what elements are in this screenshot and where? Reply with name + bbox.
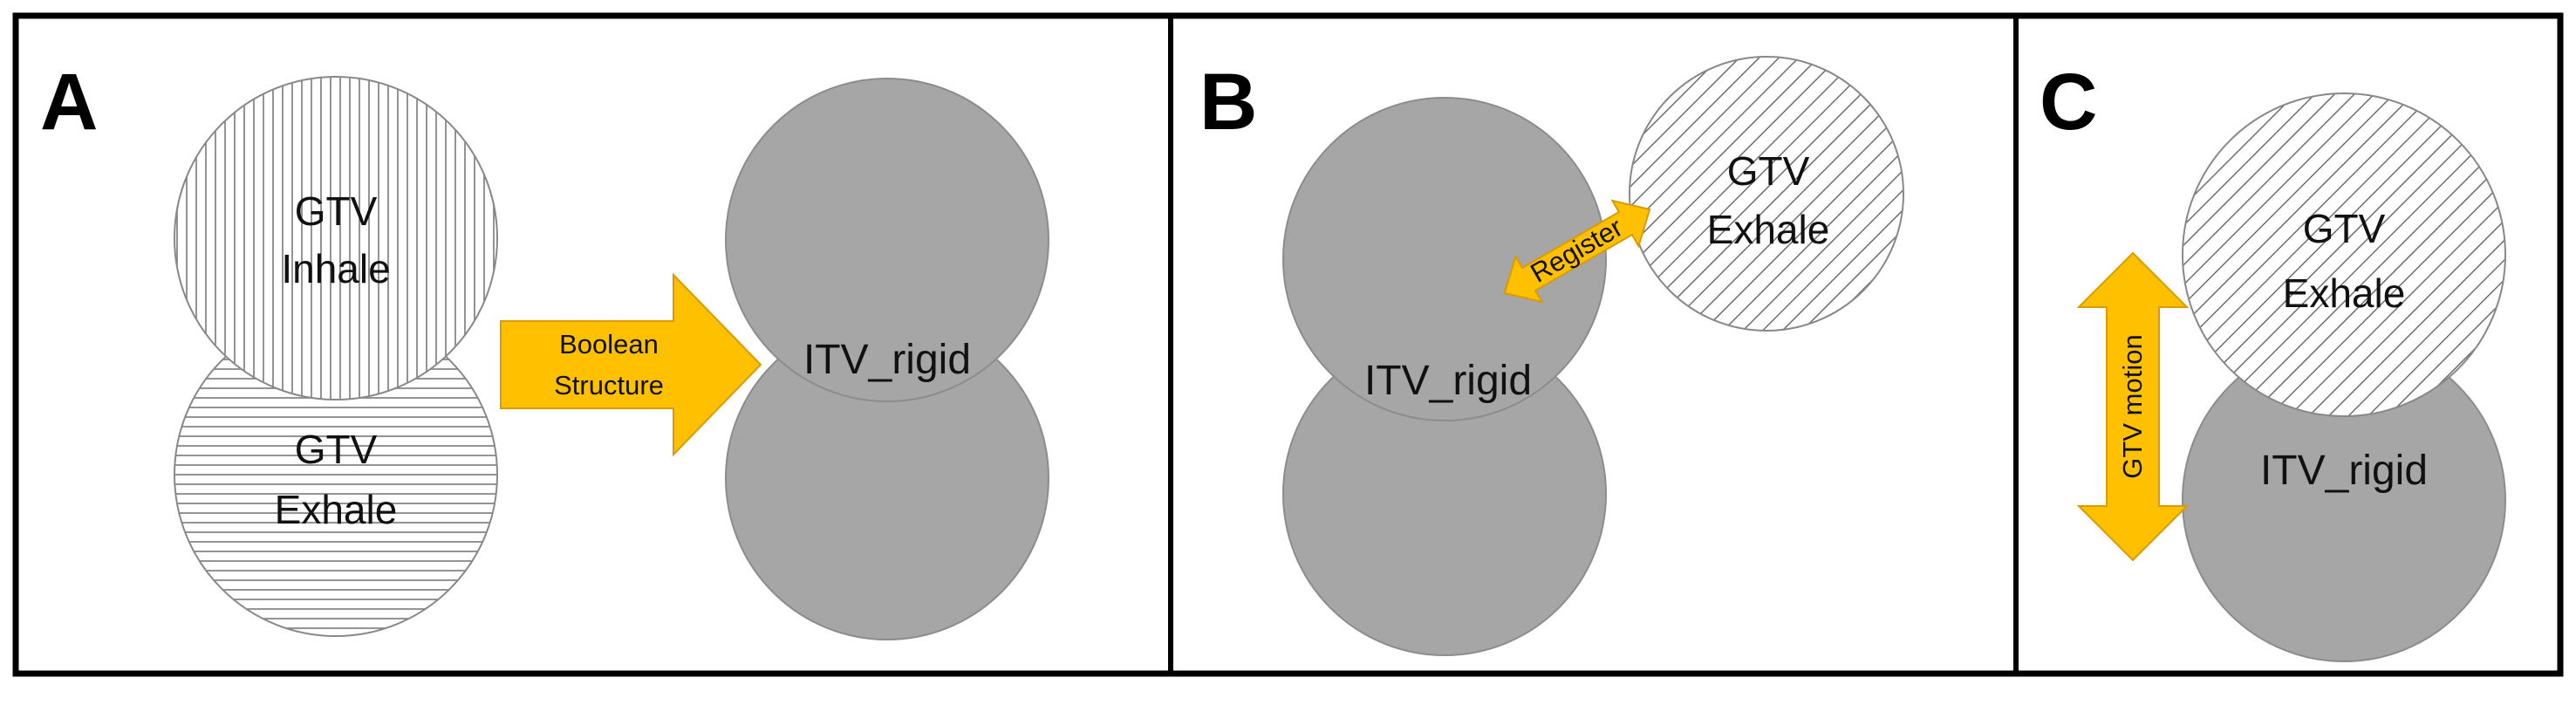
gtv-motion-arrow-label: GTV motion bbox=[2117, 334, 2148, 478]
itv-rigid-label: ITV_rigid bbox=[2260, 448, 2428, 494]
itv-rigid-label: ITV_rigid bbox=[1364, 358, 1532, 404]
gtv-motion-arrow bbox=[2076, 251, 2190, 562]
boolean-arrow-label-1: Boolean bbox=[559, 329, 659, 359]
gtv-inhale-label-2: Inhale bbox=[281, 246, 390, 291]
gtv-exhale-circle bbox=[1629, 56, 1904, 332]
panel-a-letter: A bbox=[40, 58, 98, 147]
panel-b-letter: B bbox=[1199, 58, 1257, 147]
gtv-exhale-label-2: Exhale bbox=[2283, 270, 2406, 316]
panel-a: A GTV Inhale GTV Exhale Boolean Structur… bbox=[40, 58, 1049, 640]
itv-rigid-upper-circle bbox=[1282, 97, 1607, 421]
gtv-exhale-label-1: GTV bbox=[295, 427, 378, 472]
gtv-exhale-circle bbox=[2182, 92, 2506, 417]
gtv-exhale-label-1: GTV bbox=[1727, 148, 1810, 194]
boolean-structure-arrow bbox=[500, 272, 762, 457]
gtv-exhale-label-2: Exhale bbox=[275, 487, 398, 532]
itv-rigid-upper-circle bbox=[725, 78, 1049, 402]
boolean-arrow-label-2: Structure bbox=[554, 370, 664, 400]
panel-c: C GTV Exhale ITV_rigid GTV motion bbox=[2040, 58, 2506, 662]
itv-rigid-label: ITV_rigid bbox=[803, 337, 971, 383]
gtv-inhale-label-1: GTV bbox=[295, 188, 378, 234]
panel-c-letter: C bbox=[2040, 58, 2097, 147]
gtv-exhale-label-1: GTV bbox=[2303, 206, 2386, 251]
panel-b: B ITV_rigid GTV Exhale Register bbox=[1199, 56, 1904, 656]
gtv-exhale-label-2: Exhale bbox=[1707, 207, 1830, 252]
gtv-inhale-circle bbox=[174, 76, 498, 400]
figure-frame bbox=[12, 12, 2564, 677]
